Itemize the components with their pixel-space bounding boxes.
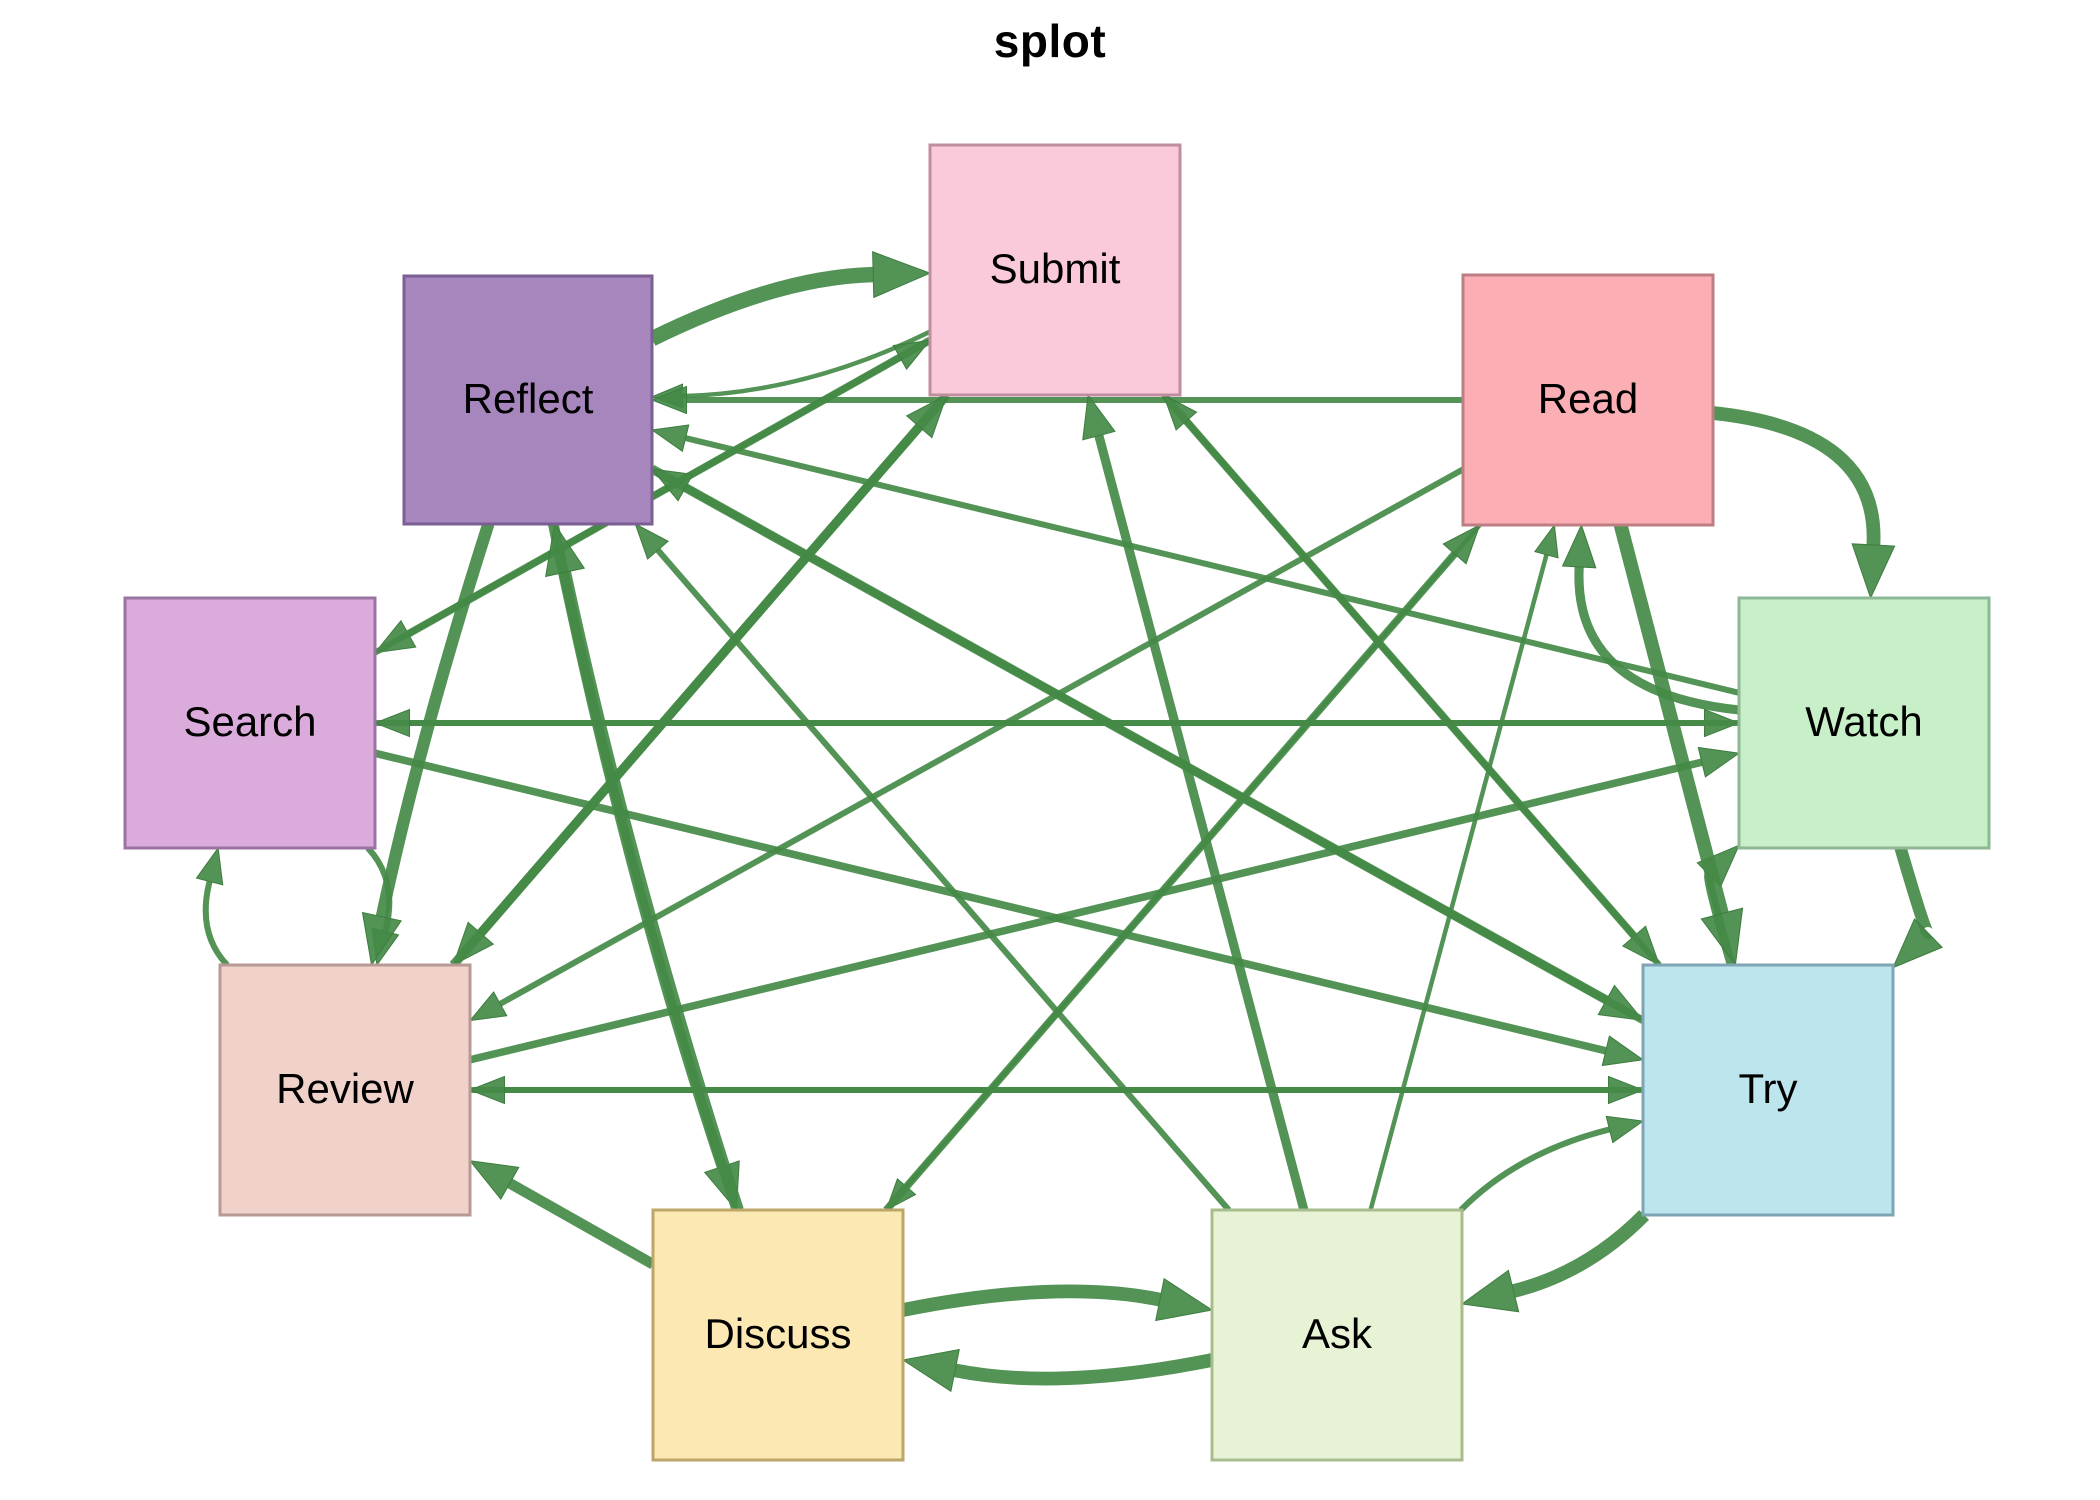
arrowhead-icon (1561, 523, 1597, 569)
graph-node-try[interactable]: Try (1641, 963, 1895, 1217)
graph-edge[interactable] (648, 251, 932, 346)
graph-edge[interactable] (468, 1075, 1644, 1105)
arrowhead-icon (468, 991, 508, 1022)
graph-edge[interactable] (469, 746, 1741, 1064)
arrowhead-icon (1155, 1277, 1214, 1322)
arrowhead-icon (905, 393, 948, 439)
page-title: splot (993, 15, 1107, 67)
arrowhead-icon (634, 522, 670, 560)
arrowhead-icon (1082, 393, 1116, 441)
graph-edge[interactable] (195, 846, 230, 968)
graph-edge[interactable] (1368, 523, 1559, 1211)
graph-node-watch[interactable]: Watch (1737, 596, 1991, 850)
arrowhead-icon (650, 468, 694, 502)
graph-edge[interactable] (374, 749, 1645, 1067)
arrowhead-icon (892, 339, 932, 370)
arrowhead-icon (650, 385, 688, 415)
graph-edge[interactable] (883, 523, 1481, 1213)
arrowhead-icon (1460, 1269, 1520, 1313)
graph-edge[interactable] (1892, 846, 1943, 969)
arrowhead-icon (1442, 523, 1481, 565)
node-label: Submit (990, 245, 1121, 292)
node-label: Read (1538, 375, 1638, 422)
graph-edge[interactable] (634, 522, 1232, 1212)
graph-edge[interactable] (650, 424, 1740, 696)
graph-edge[interactable] (650, 385, 1463, 415)
graph-node-submit[interactable]: Submit (928, 143, 1182, 397)
graph-node-read[interactable]: Read (1461, 273, 1715, 527)
node-box[interactable] (123, 596, 377, 850)
graph-node-discuss[interactable]: Discuss (651, 1208, 905, 1462)
arrowhead-icon (1534, 523, 1559, 559)
arrowhead-icon (1892, 918, 1943, 969)
arrowhead-icon (650, 424, 690, 453)
node-box[interactable] (1210, 1208, 1464, 1462)
node-box[interactable] (928, 143, 1182, 397)
arrowhead-icon (1605, 1115, 1645, 1144)
graph-edge[interactable] (1162, 393, 1662, 967)
node-label: Search (183, 698, 316, 745)
graph-edge[interactable] (545, 522, 744, 1212)
node-label: Discuss (704, 1310, 851, 1357)
edges-layer (195, 251, 1943, 1393)
arrowhead-icon (468, 1075, 506, 1105)
graph-node-search[interactable]: Search (123, 596, 377, 850)
arrowhead-icon (901, 1348, 960, 1393)
graph-edge[interactable] (361, 522, 495, 967)
node-box[interactable] (1641, 963, 1895, 1217)
node-label: Ask (1302, 1310, 1373, 1357)
arrowhead-icon (1700, 907, 1744, 967)
node-label: Reflect (463, 375, 594, 422)
node-box[interactable] (1461, 273, 1715, 527)
graph-edge[interactable] (373, 708, 1739, 738)
node-box[interactable] (651, 1208, 905, 1462)
node-label: Try (1738, 1065, 1797, 1112)
graph-edge[interactable] (449, 393, 948, 968)
arrowhead-icon (195, 846, 224, 886)
graph-edge[interactable] (650, 468, 1645, 1024)
graph-edge[interactable] (1460, 1210, 1650, 1313)
graph-node-ask[interactable]: Ask (1210, 1208, 1464, 1462)
node-label: Review (276, 1065, 414, 1112)
node-box[interactable] (402, 274, 654, 526)
graph-edge[interactable] (650, 329, 931, 409)
graph-node-reflect[interactable]: Reflect (402, 274, 654, 526)
arrowhead-icon (1851, 543, 1896, 600)
graph-edge[interactable] (901, 1277, 1214, 1322)
arrowhead-icon (545, 522, 586, 578)
graph-edge[interactable] (1613, 523, 1744, 967)
arrowhead-icon (361, 911, 402, 967)
graph-edge[interactable] (468, 1160, 656, 1269)
graph-edge[interactable] (1082, 393, 1309, 1212)
node-box[interactable] (218, 963, 472, 1217)
arrowhead-icon (1601, 1035, 1645, 1067)
arrowhead-icon (373, 708, 411, 738)
arrowhead-icon (1162, 393, 1198, 431)
arrowhead-icon (872, 251, 932, 299)
graph-edge[interactable] (901, 1348, 1214, 1393)
graph-edge[interactable] (1712, 406, 1896, 600)
graph-edge[interactable] (1458, 1115, 1645, 1213)
graph-edge[interactable] (468, 466, 1465, 1022)
arrowhead-icon (468, 1160, 520, 1200)
arrowhead-icon (1697, 746, 1741, 778)
node-box[interactable] (1737, 596, 1991, 850)
node-label: Watch (1805, 698, 1922, 745)
graph-node-review[interactable]: Review (218, 963, 472, 1217)
